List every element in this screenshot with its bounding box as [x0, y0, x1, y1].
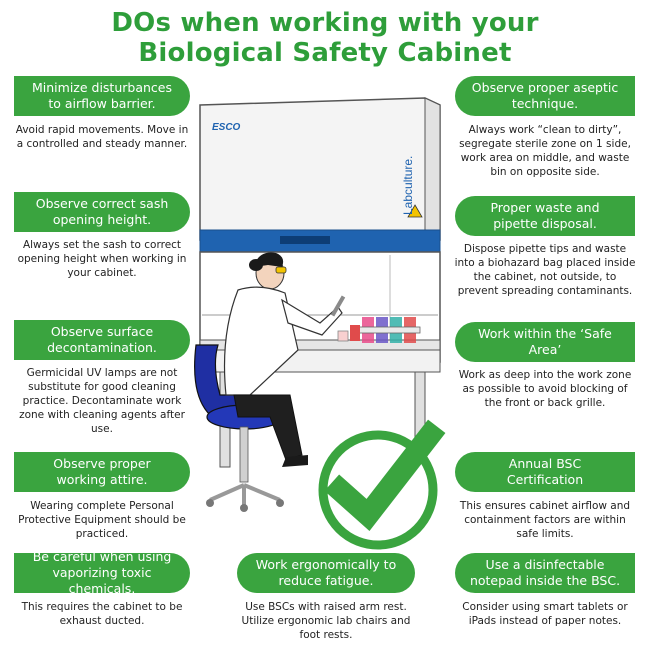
tip-heading-aseptic: Observe proper aseptic technique. — [455, 76, 635, 116]
tip-text-ergonomics: Use BSCs with raised arm rest. Utilize e… — [241, 601, 411, 641]
tip-heading-notepad: Use a disinfectable notepad inside the B… — [455, 553, 635, 593]
tip-text-toxic-chemicals: This requires the cabinet to be exhaust … — [21, 601, 183, 627]
tip-heading-certification: Annual BSC Certification — [455, 452, 635, 492]
tip-text-sash-height: Always set the sash to correct opening h… — [17, 239, 187, 279]
test-tube-rack — [337, 317, 421, 343]
page-title-line-2: Biological Safety Cabinet — [138, 38, 512, 68]
tip-heading-toxic-chemicals: Be careful when using vaporizing toxic c… — [14, 549, 190, 596]
tip-heading-decontamination: Observe surface decontamination. — [14, 320, 190, 360]
cabinet-model-label: Labculture. — [401, 156, 415, 215]
tip-text-waste-disposal: Dispose pipette tips and waste into a bi… — [454, 243, 636, 297]
tip-heading-ergonomics: Work ergonomically to reduce fatigue. — [237, 553, 415, 593]
tip-text-aseptic: Always work “clean to dirty”, segregate … — [459, 124, 631, 178]
biosafety-cabinet-illustration: ESCO Labculture. — [194, 97, 446, 550]
biohazard-icon — [407, 204, 423, 218]
tip-heading-waste-disposal: Proper waste and pipette disposal. — [455, 196, 635, 236]
tip-text-notepad: Consider using smart tablets or iPads in… — [462, 601, 628, 627]
tip-text-attire: Wearing complete Personal Protective Equ… — [18, 500, 186, 540]
tip-text-decontamination: Germicidal UV lamps are not substitute f… — [19, 367, 185, 435]
cabinet-brand-logo: ESCO — [212, 122, 241, 133]
tip-text-airflow: Avoid rapid movements. Move in a control… — [15, 124, 189, 150]
tip-heading-airflow: Minimize disturbances to airflow barrier… — [14, 76, 190, 116]
check-mark-icon — [318, 419, 446, 550]
tip-text-safe-area: Work as deep into the work zone as possi… — [458, 369, 632, 409]
tip-text-certification: This ensures cabinet airflow and contain… — [459, 500, 631, 540]
lab-worker — [223, 252, 346, 467]
page-title-line-1: DOs when working with your — [111, 8, 539, 38]
tip-heading-sash-height: Observe correct sash opening height. — [14, 192, 190, 232]
tip-heading-safe-area: Work within the ‘Safe Area’ — [455, 322, 635, 362]
tip-heading-attire: Observe proper working attire. — [14, 452, 190, 492]
